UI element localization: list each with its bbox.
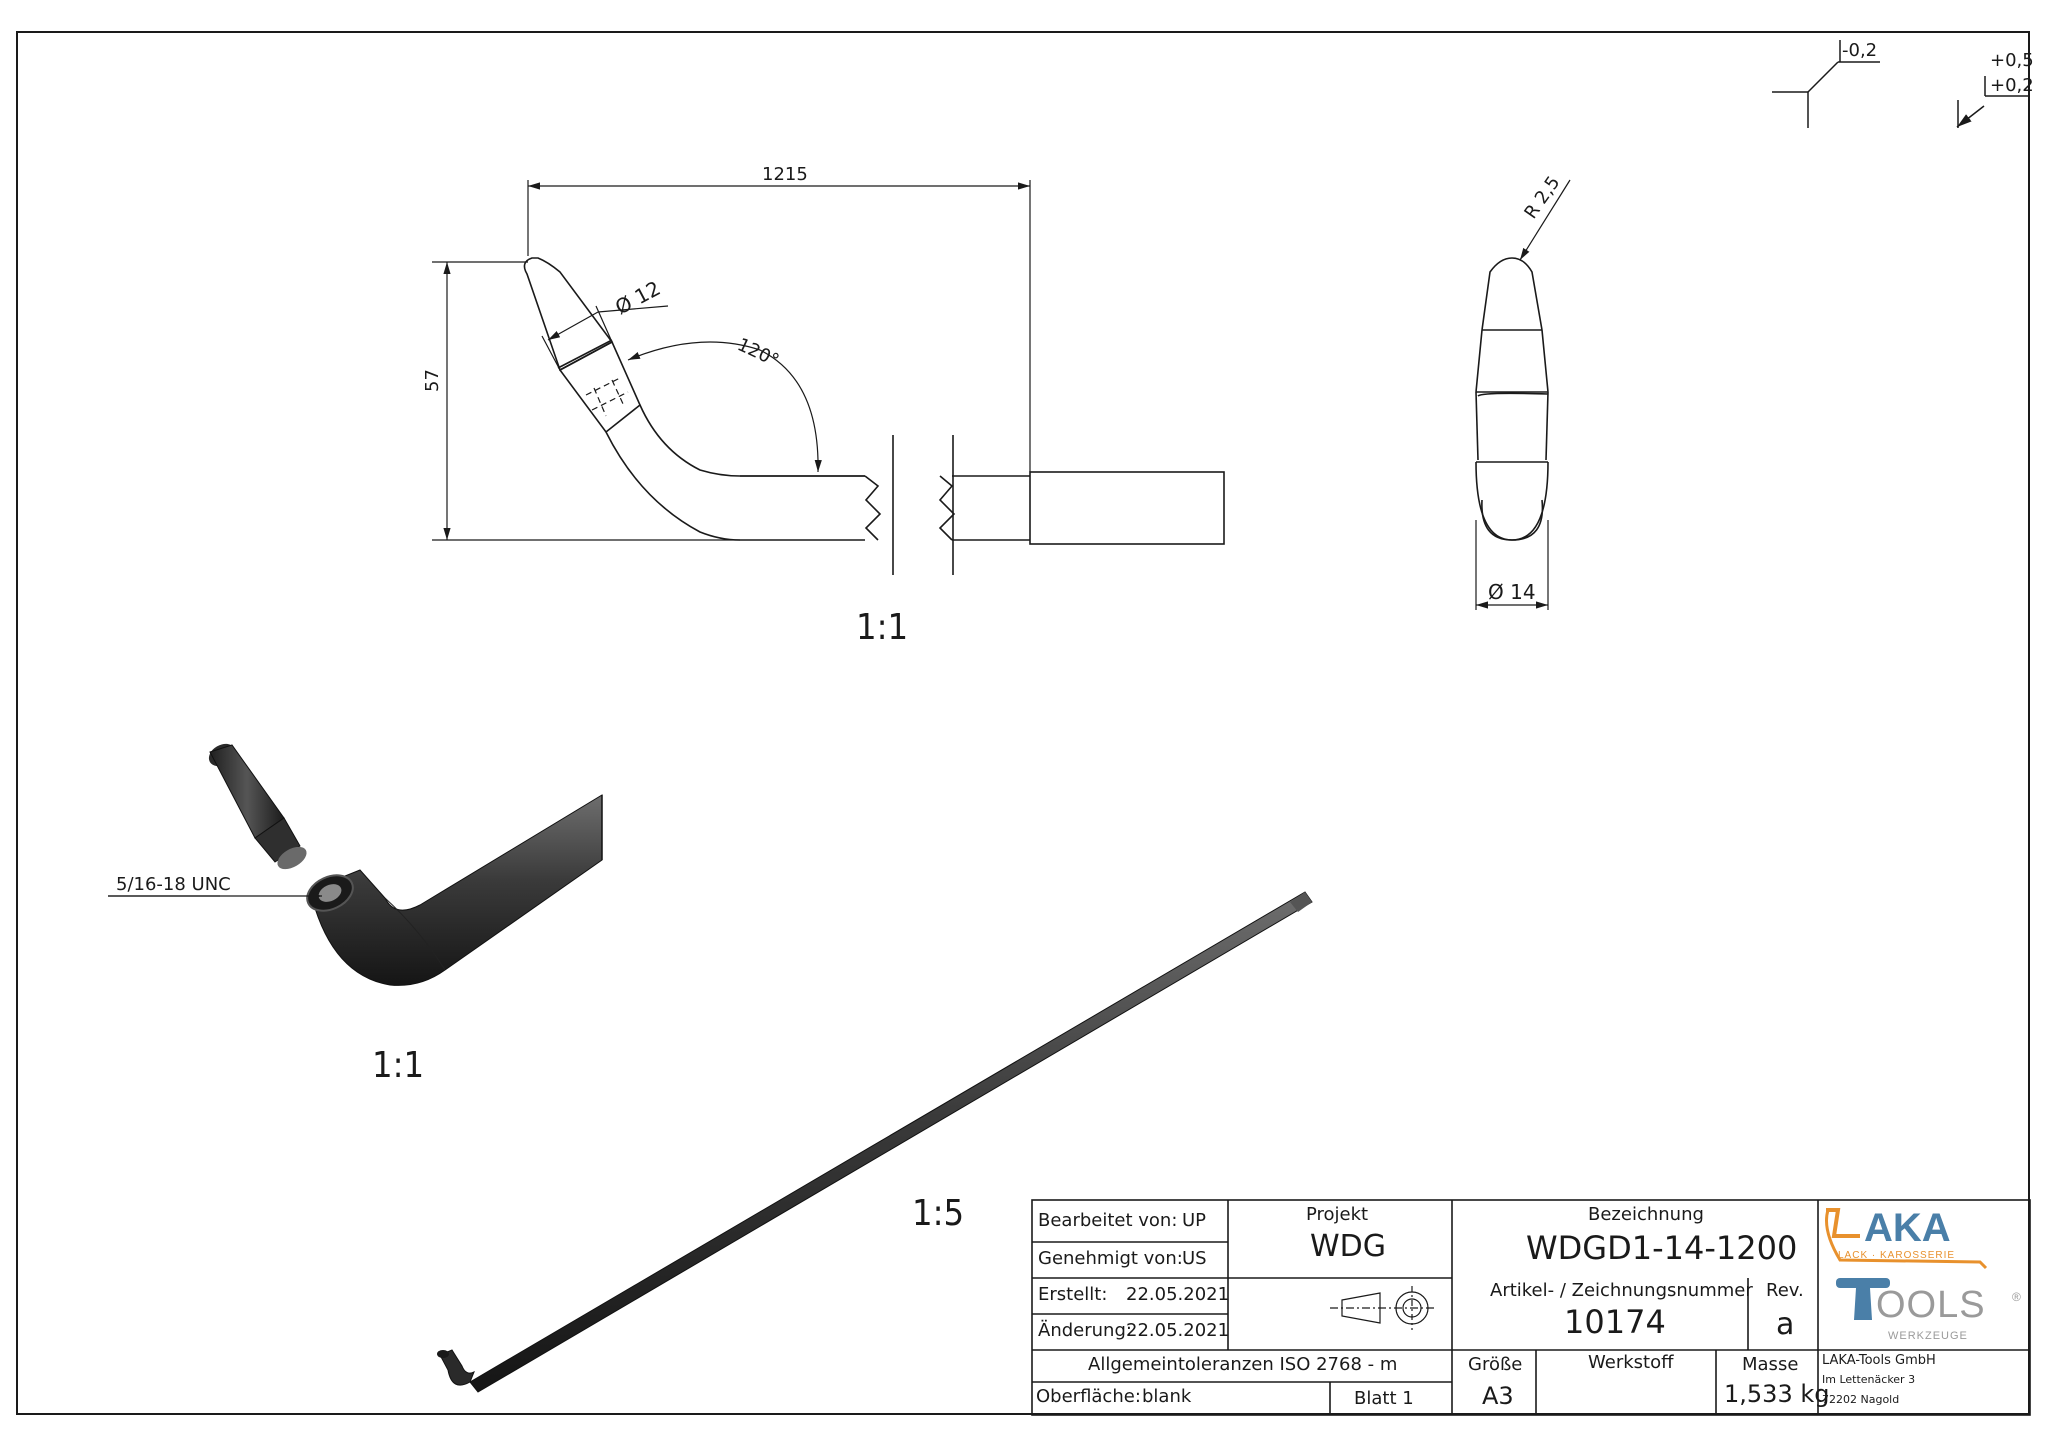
masse-value: 1,533 kg xyxy=(1724,1380,1830,1408)
werkstoff-label: Werkstoff xyxy=(1588,1352,1674,1373)
projekt-label: Projekt xyxy=(1306,1204,1369,1225)
rev-value: a xyxy=(1776,1307,1795,1342)
projection-symbol xyxy=(1330,1286,1436,1330)
scale-full-view: 1:5 xyxy=(912,1193,965,1234)
projekt-value: WDG xyxy=(1310,1229,1387,1264)
oberflaeche-value: blank xyxy=(1142,1386,1192,1407)
toleranzen-text: Allgemeintoleranzen ISO 2768 - m xyxy=(1088,1354,1398,1375)
company-street: Im Lettenäcker 3 xyxy=(1822,1373,1916,1386)
dim-length-label: 1215 xyxy=(762,164,808,185)
aenderung-label: Änderung: xyxy=(1038,1320,1132,1341)
bearbeitet-value: UP xyxy=(1182,1210,1207,1231)
erstellt-value: 22.05.2021 xyxy=(1126,1284,1230,1305)
scale-detail-view: 1:1 xyxy=(372,1045,425,1086)
erstellt-label: Erstellt: xyxy=(1038,1284,1108,1305)
dim-rod-diameter-label: Ø 14 xyxy=(1488,580,1536,604)
dim-height-label: 57 xyxy=(422,369,443,392)
groesse-value: A3 xyxy=(1482,1382,1514,1410)
aenderung-value: 22.05.2021 xyxy=(1126,1320,1230,1341)
blatt-label: Blatt 1 xyxy=(1354,1388,1414,1409)
logo-registered-mark: ® xyxy=(2012,1290,2021,1304)
logo-tools-subtitle: WERKZEUGE xyxy=(1888,1330,1968,1342)
logo-laka-text: AKA xyxy=(1864,1206,1951,1250)
tolerance-arrow-mark xyxy=(1956,76,2030,128)
logo-laka-subtitle: LACK · KAROSSERIE xyxy=(1838,1250,1956,1261)
bearbeitet-label: Bearbeitet von: xyxy=(1038,1210,1178,1231)
tolerance-lower-label: +0,2 xyxy=(1990,75,2034,96)
bezeichnung-label: Bezeichnung xyxy=(1588,1204,1704,1225)
groesse-label: Größe xyxy=(1468,1354,1523,1375)
genehmigt-value: US xyxy=(1182,1248,1207,1269)
tolerance-upper-label: +0,5 xyxy=(1990,50,2034,71)
flatness-mark xyxy=(1772,40,1880,128)
sheet-border xyxy=(16,31,2030,1415)
full-rod-view xyxy=(437,891,1313,1393)
artikel-label: Artikel- / Zeichnungsnummer xyxy=(1490,1280,1753,1301)
genehmigt-label: Genehmigt von: xyxy=(1038,1248,1183,1269)
company-logo xyxy=(1825,1208,1988,1320)
iso-detail-view xyxy=(108,743,603,986)
title-block-grid xyxy=(1031,1199,2031,1416)
company-city: 72202 Nagold xyxy=(1822,1393,1900,1406)
dimension-lines-side xyxy=(432,180,1031,541)
rev-label: Rev. xyxy=(1766,1280,1804,1301)
artikel-value: 10174 xyxy=(1564,1303,1666,1341)
tolerance-flat-label: -0,2 xyxy=(1842,40,1878,61)
company-name: LAKA-Tools GmbH xyxy=(1822,1353,1936,1368)
thread-spec-label: 5/16-18 UNC xyxy=(116,874,231,895)
oberflaeche-label: Oberfläche: xyxy=(1036,1386,1141,1407)
masse-label: Masse xyxy=(1742,1354,1799,1375)
logo-tools-text: OOLS xyxy=(1876,1284,1986,1326)
end-view xyxy=(1475,179,1571,610)
scale-side-view: 1:1 xyxy=(856,607,909,648)
bezeichnung-value: WDGD1-14-1200 xyxy=(1526,1229,1798,1267)
